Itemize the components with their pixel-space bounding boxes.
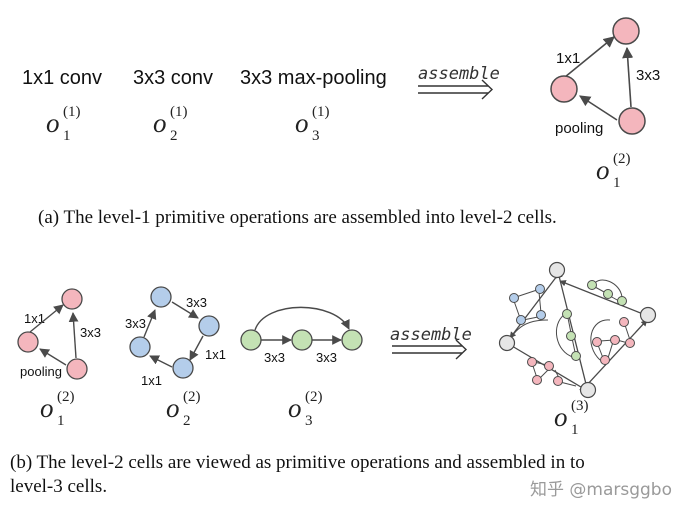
cell-b2-edge-3x3-top: 3x3 [186,295,207,310]
cell-b3-edge-3x3-b: 3x3 [316,350,337,365]
symbol-o2-level2: o (2) 2 [166,389,201,429]
cell-a-edge-3x3: 3x3 [636,67,661,84]
level3-node-bottom [579,381,597,399]
assemble-label-a: assemble [418,64,500,84]
cell-b3-node-2 [291,329,313,351]
cell-b3-node-3 [341,329,363,351]
caption-b-line2: level-3 cells. [10,476,108,497]
cell-b3-edge-3x3-a: 3x3 [264,350,285,365]
level3-node-left [498,334,516,352]
symbol-o1-level2-b: o (2) 1 [40,389,75,429]
cell-b1-graph [17,288,88,380]
symbol-o2-level1: o (1) 2 [153,104,188,144]
cell-b2-node-bottom [172,357,194,379]
cell-a-edge-1x1: 1x1 [556,50,581,67]
cell-b1-edge-pooling: pooling [20,364,62,379]
cell-a-graph [550,17,646,135]
symbol-o1-level1: o (1) 1 [46,104,81,144]
cell-b2-edge-1x1-right: 1x1 [205,347,226,362]
cell-b1-node-left [17,331,39,353]
symbol-o3-level1: o (1) 3 [295,104,330,144]
cell-b3-node-1 [240,329,262,351]
cell-b3-graph [240,306,363,351]
cell-b2-edge-3x3-left: 3x3 [125,316,146,331]
symbol-o3-level2: o (2) 3 [288,389,323,429]
cell-b1-node-top [61,288,83,310]
caption-b-line1: (b) The level-2 cells are viewed as prim… [10,452,585,473]
op-label-1x1-conv: 1x1 conv [22,67,103,89]
cell-b2-node-left [129,336,151,358]
assemble-label-b: assemble [390,325,472,345]
level3-node-top [548,261,566,279]
level3-graph [498,261,657,399]
cell-b2-node-right [198,315,220,337]
cell-a-node-top [612,17,640,45]
assemble-arrow-a [418,79,494,100]
op-label-3x3-conv: 3x3 conv [133,67,214,89]
cell-a-node-bottom [618,107,646,135]
cell-b1-edge-1x1: 1x1 [24,311,45,326]
watermark: 知乎 @marsggbo [530,480,673,500]
symbol-o1-level3: o (3) 1 [554,398,589,438]
op-label-3x3-max-pooling: 3x3 max-pooling [240,67,387,89]
cell-b1-node-bottom [66,358,88,380]
cell-b2-graph [129,286,220,379]
cell-a-node-left [550,75,578,103]
caption-a: (a) The level-1 primitive operations are… [38,207,557,228]
assemble-arrow-b [392,339,468,360]
cell-b1-edge-3x3: 3x3 [80,325,101,340]
symbol-o1-level2-a: o (2) 1 [596,151,631,191]
cell-a-edge-pooling: pooling [555,120,604,137]
cell-b2-node-top [150,286,172,308]
cell-b2-edge-1x1-bottom: 1x1 [141,373,162,388]
level3-node-right [639,306,657,324]
